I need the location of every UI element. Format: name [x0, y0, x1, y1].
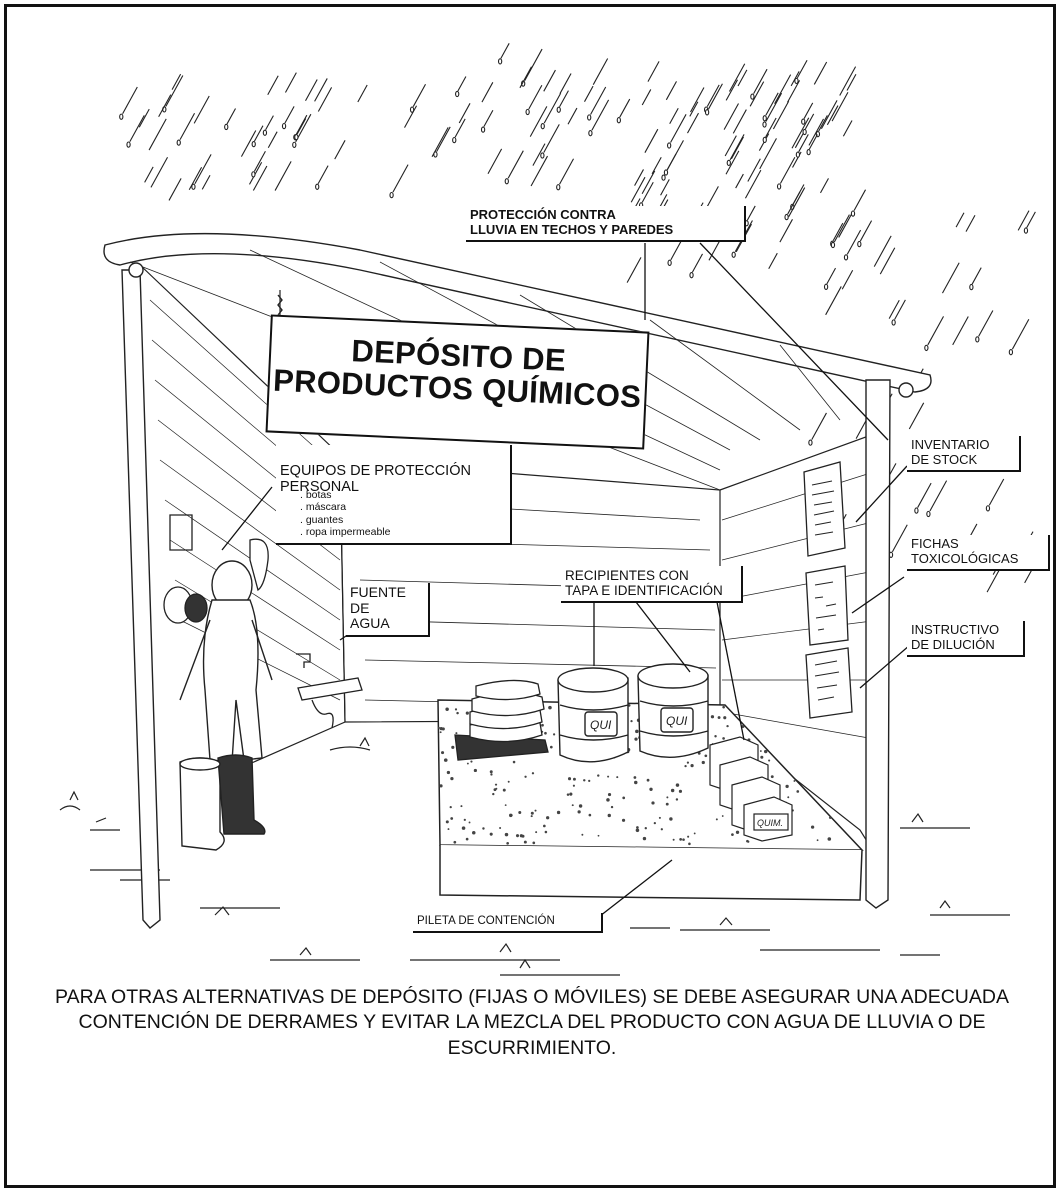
label-stock-inventory: INVENTARIO DE STOCK	[907, 436, 1021, 472]
bottom-caption: PARA OTRAS ALTERNATIVAS DE DEPÓSITO (FIJ…	[30, 985, 1034, 1061]
label-rain-protection: PROTECCIÓN CONTRA LLUVIA EN TECHOS Y PAR…	[466, 206, 746, 242]
label-containment-basin: PILETA DE CONTENCIÓN	[413, 913, 603, 933]
ppe-items-list: . botas . máscara . guantes . ropa imper…	[300, 489, 390, 539]
water-sink	[296, 654, 362, 728]
ppe-item-mask: . máscara	[300, 501, 390, 513]
label-dilution-instructions: INSTRUCTIVO DE DILUCIÓN	[907, 621, 1025, 657]
label-water-source: FUENTE DE AGUA	[346, 583, 430, 637]
box-tag: QUIM.	[757, 818, 783, 828]
ppe-item-gloves: . guantes	[300, 514, 390, 526]
drum-tag-2: QUI	[666, 714, 688, 728]
ppe-item-waterproof-clothing: . ropa impermeable	[300, 526, 390, 538]
wall-documents	[804, 462, 852, 718]
label-toxicology-sheets: FICHAS TOXICOLÓGICAS	[907, 535, 1050, 571]
drum-tag-1: QUI	[590, 718, 612, 732]
rubber-boots	[180, 755, 265, 850]
warehouse-sign: DEPÓSITO DE PRODUCTOS QUÍMICOS	[266, 314, 650, 449]
ppe-item-boots: . botas	[300, 489, 390, 501]
label-containers: RECIPIENTES CON TAPA E IDENTIFICACIÓN	[561, 566, 743, 603]
